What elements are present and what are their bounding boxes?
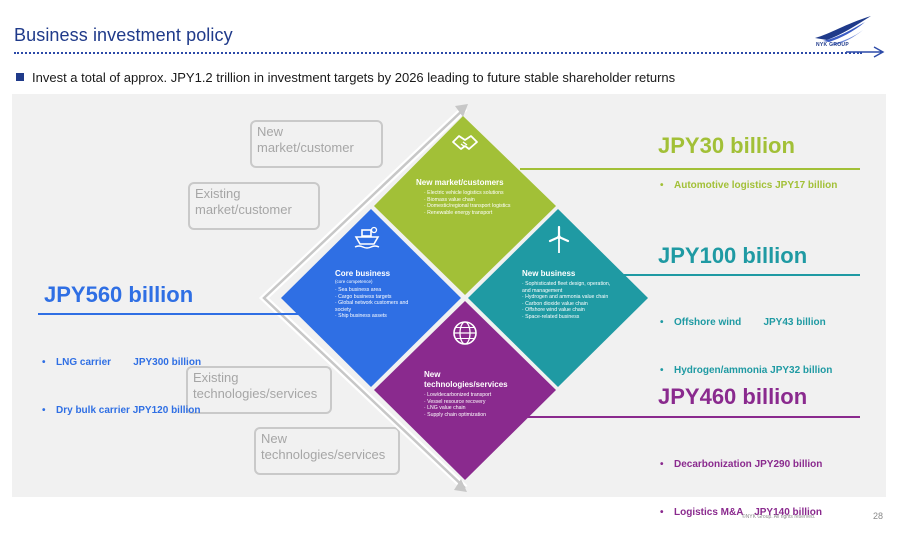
list-item: Automotive logistics JPY17 billion xyxy=(660,178,837,194)
label-new-market: New market/customer xyxy=(250,120,383,168)
investment-market-line xyxy=(520,168,860,170)
investment-market-list: Automotive logistics JPY17 billion xyxy=(660,178,837,194)
list-item: · Space-related business xyxy=(522,313,580,320)
investment-tech-line xyxy=(516,416,860,418)
copyright-text: ©NYK Group. All rights reserved. xyxy=(742,514,816,520)
summary-bullet: Invest a total of approx. JPY1.2 trillio… xyxy=(16,70,675,85)
quadrant-tech-shape xyxy=(374,301,556,480)
arrow-right-icon xyxy=(846,46,885,58)
title-divider xyxy=(14,52,862,54)
quadrant-business-shape xyxy=(468,209,648,387)
quadrant-tech-title: New technologies/services xyxy=(424,370,508,389)
quadrant-tech: New technologies/services · Low/decarbon… xyxy=(424,370,516,418)
list-item: · Global network customers and society xyxy=(335,300,409,313)
list-item: Dry bulk carrier JPY120 billion xyxy=(42,403,201,419)
list-item: · Sea business area xyxy=(335,287,382,293)
list-item: · LNG value chain xyxy=(424,405,466,412)
investment-business-line xyxy=(606,274,860,276)
list-item: Hydrogen/ammonia JPY32 billion xyxy=(660,363,832,379)
list-item: · Electric vehicle logistics solutions xyxy=(424,190,504,196)
square-bullet-icon xyxy=(16,73,24,81)
quadrant-market-shape xyxy=(374,116,556,295)
label-existing-tech: Existing technologies/services xyxy=(186,366,332,414)
quadrant-core-shape xyxy=(281,209,461,387)
list-item: · Supply chain optimization xyxy=(424,411,486,418)
label-existing-market: Existing market/customer xyxy=(188,182,320,230)
list-item: · Hydrogen and ammonia value chain xyxy=(522,294,609,301)
investment-tech-amount: JPY460 billion xyxy=(658,384,808,409)
handshake-icon xyxy=(452,135,478,150)
investment-core-list: LNG carrier JPY300 billion Dry bulk carr… xyxy=(42,323,201,435)
quadrant-core: Core business (core competence) · Sea bu… xyxy=(335,269,411,320)
label-new-tech: New technologies/services xyxy=(254,427,400,475)
list-item: Offshore wind JPY43 billion xyxy=(660,315,832,331)
list-item: · Cargo business targets xyxy=(335,293,392,300)
quadrant-core-subtitle: (core competence) xyxy=(335,279,373,284)
investment-business-list: Offshore wind JPY43 billion Hydrogen/amm… xyxy=(660,283,832,395)
summary-text: Invest a total of approx. JPY1.2 trillio… xyxy=(32,70,676,85)
nyk-logo-icon xyxy=(815,16,871,45)
list-item: · Renewable energy transport xyxy=(424,209,493,216)
quadrant-core-title: Core business xyxy=(335,269,391,278)
investment-core-amount: JPY560 billion xyxy=(44,282,194,307)
page-number: 28 xyxy=(873,511,884,521)
quadrant-market-title: New market/customers xyxy=(416,178,504,187)
list-item: LNG carrier JPY300 billion xyxy=(42,355,201,371)
list-item: · Carbon dioxide value chain xyxy=(522,300,588,307)
quadrant-business: New business · Sophisticated fleet desig… xyxy=(522,269,618,321)
list-item: · Low/decarbonized transport xyxy=(424,392,492,398)
list-item: · Vessel resource recovery xyxy=(424,398,486,405)
logo-text: NYK GROUP xyxy=(816,42,849,48)
quadrant-tech-list: · Low/decarbonized transport · Vessel re… xyxy=(424,392,516,418)
list-item: · Ship business assets xyxy=(335,313,387,320)
quadrant-business-list: · Sophisticated fleet design, operation,… xyxy=(522,281,618,321)
investment-business-amount: JPY100 billion xyxy=(658,243,808,268)
list-item: · Domestic/regional transport logistics xyxy=(424,203,511,210)
list-item: Decarbonization JPY290 billion xyxy=(660,457,822,473)
list-item: · Offshore wind value chain xyxy=(522,307,585,314)
investment-core-line xyxy=(38,313,300,315)
investment-market-amount: JPY30 billion xyxy=(658,133,795,158)
quadrant-market: New market/customers · Electric vehicle … xyxy=(416,178,514,216)
list-item: · Sophisticated fleet design, operation,… xyxy=(522,281,611,294)
list-item: Logistics M&A JPY140 billion xyxy=(660,505,822,521)
investment-tech-list: Decarbonization JPY290 billion Logistics… xyxy=(660,425,822,537)
globe-icon xyxy=(453,321,477,345)
ship-icon xyxy=(354,226,380,249)
wind-turbine-icon xyxy=(548,226,570,253)
quadrant-core-list: · Sea business area · Cargo business tar… xyxy=(335,287,411,320)
page-title: Business investment policy xyxy=(14,25,233,45)
quadrant-market-list: · Electric vehicle logistics solutions ·… xyxy=(424,190,514,216)
quadrant-business-title: New business xyxy=(522,269,576,278)
list-item: · Biomass value chain xyxy=(424,196,475,203)
